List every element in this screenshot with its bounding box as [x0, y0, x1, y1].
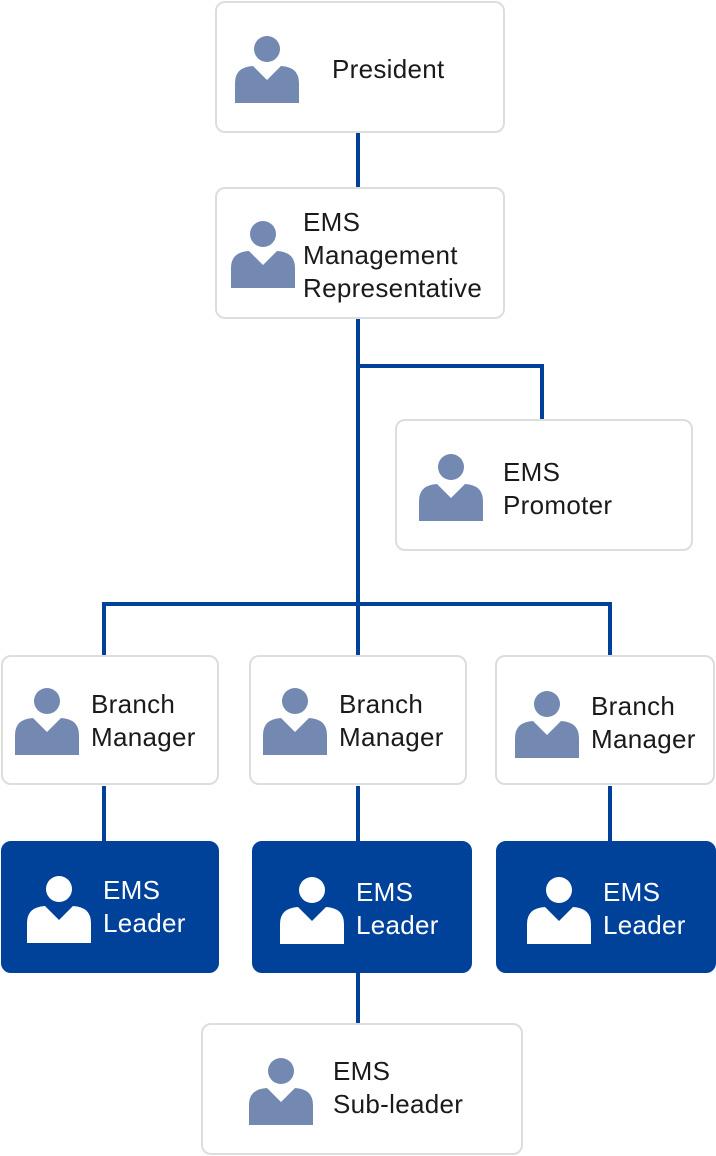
node-ems-leader-2: EMS Leader: [252, 841, 472, 973]
node-ems-leader-1: EMS Leader: [1, 841, 219, 973]
node-label: EMS Sub-leader: [333, 1056, 464, 1119]
person-icon: [27, 876, 91, 943]
node-ems-subleader: EMS Sub-leader: [201, 1023, 523, 1155]
person-icon: [231, 221, 295, 288]
node-president: President: [215, 1, 505, 133]
node-label: Branch Manager: [339, 689, 444, 752]
node-ems-promoter: EMS Promoter: [395, 419, 693, 551]
person-icon: [235, 36, 299, 103]
node-label: Branch Manager: [91, 689, 196, 752]
node-branch-manager-1: Branch Manager: [1, 655, 219, 785]
person-icon: [515, 691, 579, 758]
person-icon: [419, 454, 483, 521]
node-branch-manager-2: Branch Manager: [249, 655, 467, 785]
node-label: EMS Management Representative: [303, 207, 483, 303]
person-icon: [249, 1058, 313, 1125]
connector-promoter: [358, 364, 544, 420]
person-icon: [263, 688, 327, 755]
person-icon: [15, 688, 79, 755]
person-icon: [527, 877, 591, 944]
node-branch-manager-3: Branch Manager: [495, 655, 715, 785]
node-label: Branch Manager: [591, 691, 696, 754]
node-label: EMS Leader: [103, 875, 186, 938]
node-ems-leader-3: EMS Leader: [496, 841, 716, 973]
node-label: EMS Leader: [603, 877, 686, 940]
node-ems-management-representative: EMS Management Representative: [215, 187, 505, 319]
node-label: EMS Leader: [356, 877, 439, 940]
node-label: EMS Promoter: [503, 457, 613, 520]
node-label: President: [332, 54, 445, 84]
person-icon: [280, 877, 344, 944]
